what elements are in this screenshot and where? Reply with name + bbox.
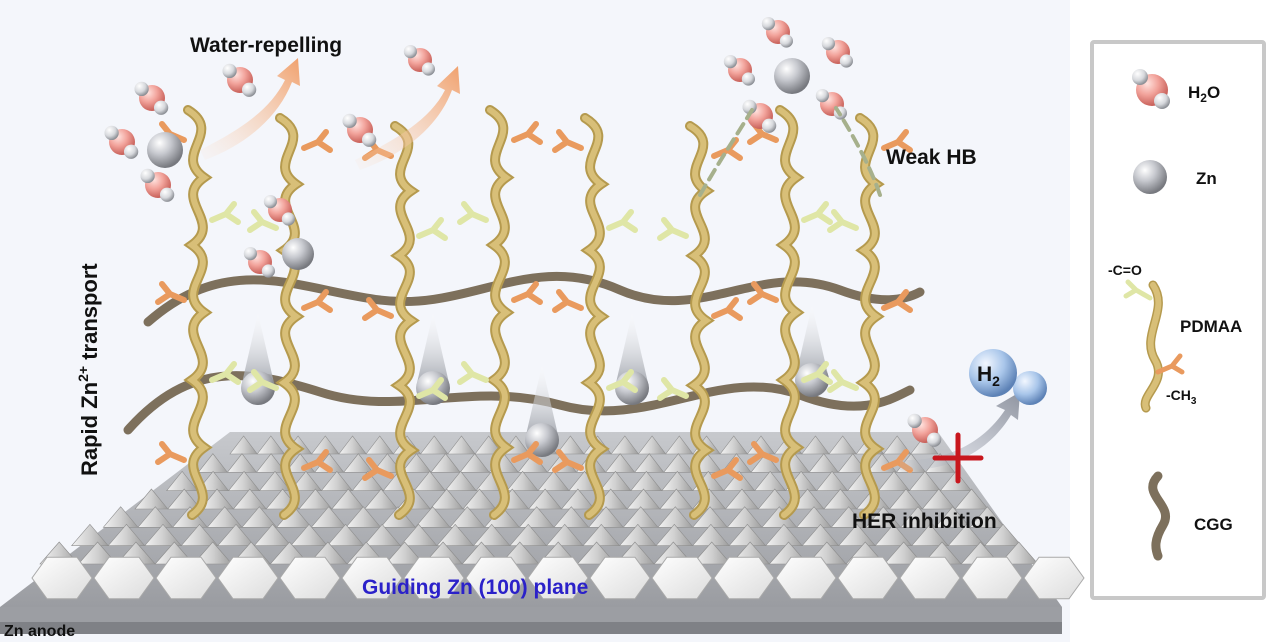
zn-ridge [229,435,258,455]
pdmaa-chains [155,105,913,520]
zn-anode-label: Zn anode [4,623,75,640]
zn-anode-substrate [0,432,1085,634]
legend-h2o-label: H2O [1188,83,1220,105]
h2-molecule: H2 [969,349,1047,405]
pdmaa-chain [582,115,607,518]
zn-atom [774,58,810,94]
guiding-plane-label: Guiding Zn (100) plane [362,576,588,599]
water-repelling-arrows [200,58,460,170]
legend: H2O Zn -C=O PDMAA -CH3 CGG [1108,69,1242,561]
pdmaa-chain [487,107,512,518]
inhibition-cross-icon [932,432,984,484]
pdmaa-chain [777,107,802,518]
legend-pdmaa-label: PDMAA [1180,317,1242,336]
legend-h2o-icon [1132,69,1170,109]
her-inhibition-label: HER inhibition [852,510,997,533]
rapid-transport-label: Rapid Zn2+ transport [75,263,102,476]
svg-text:H2: H2 [977,363,1000,389]
legend-methyl-label: -CH3 [1166,387,1197,407]
zn-atom [147,132,183,168]
legend-pdmaa-icon [1123,279,1185,413]
legend-cgg-label: CGG [1194,515,1233,534]
pdmaa-chain [392,123,417,518]
pdmaa-chain [277,115,302,518]
weak-hb-lines [698,106,882,197]
free-molecules [104,17,942,447]
zn-atom [282,238,314,270]
legend-zn-label: Zn [1196,169,1217,188]
legend-zn-icon [1133,160,1167,194]
h2-label: H [977,363,992,386]
pdmaa-chain [185,107,210,518]
h2-subscript: 2 [992,373,1000,389]
zn-100-hexagon [31,556,93,600]
legend-carbonyl-label: -C=O [1108,262,1142,278]
weak-hb-label: Weak HB [886,146,977,169]
pdmaa-chain [687,123,712,518]
legend-cgg-icon [1148,471,1170,561]
water-repelling-label: Water-repelling [190,34,342,57]
